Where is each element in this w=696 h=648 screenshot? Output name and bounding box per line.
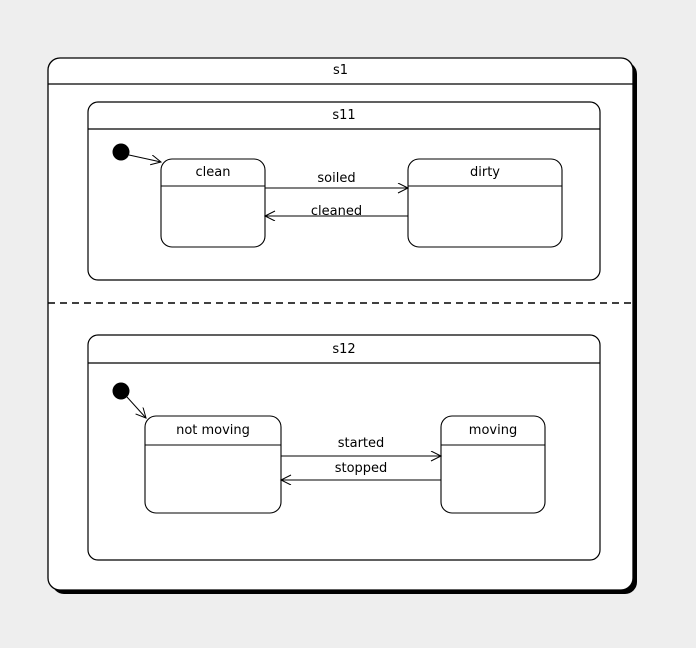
state-clean-title: clean: [195, 165, 231, 180]
state-not-moving-body[interactable]: [144, 415, 282, 514]
composite-state-s1-title: s1: [332, 63, 349, 78]
initial-dot-s12[interactable]: [112, 382, 130, 400]
state-not-moving-title: not moving: [176, 423, 250, 438]
state-dirty-body[interactable]: [407, 158, 563, 248]
state-moving-body[interactable]: [440, 415, 546, 514]
transition-stopped-label: stopped: [334, 461, 388, 476]
transition-initial-to-clean[interactable]: [128, 154, 161, 162]
region-s12-title: s12: [332, 342, 356, 357]
state-dirty-title: dirty: [470, 165, 500, 180]
transition-cleaned-label: cleaned: [310, 204, 363, 219]
initial-dot-s11[interactable]: [112, 143, 130, 161]
state-moving-title: moving: [468, 423, 518, 438]
state-clean-body[interactable]: [160, 158, 266, 248]
transition-soiled-label: soiled: [317, 171, 356, 186]
transition-started-label: started: [337, 436, 385, 451]
transition-initial-to-not-moving[interactable]: [126, 396, 146, 418]
region-s11-title: s11: [332, 108, 356, 123]
